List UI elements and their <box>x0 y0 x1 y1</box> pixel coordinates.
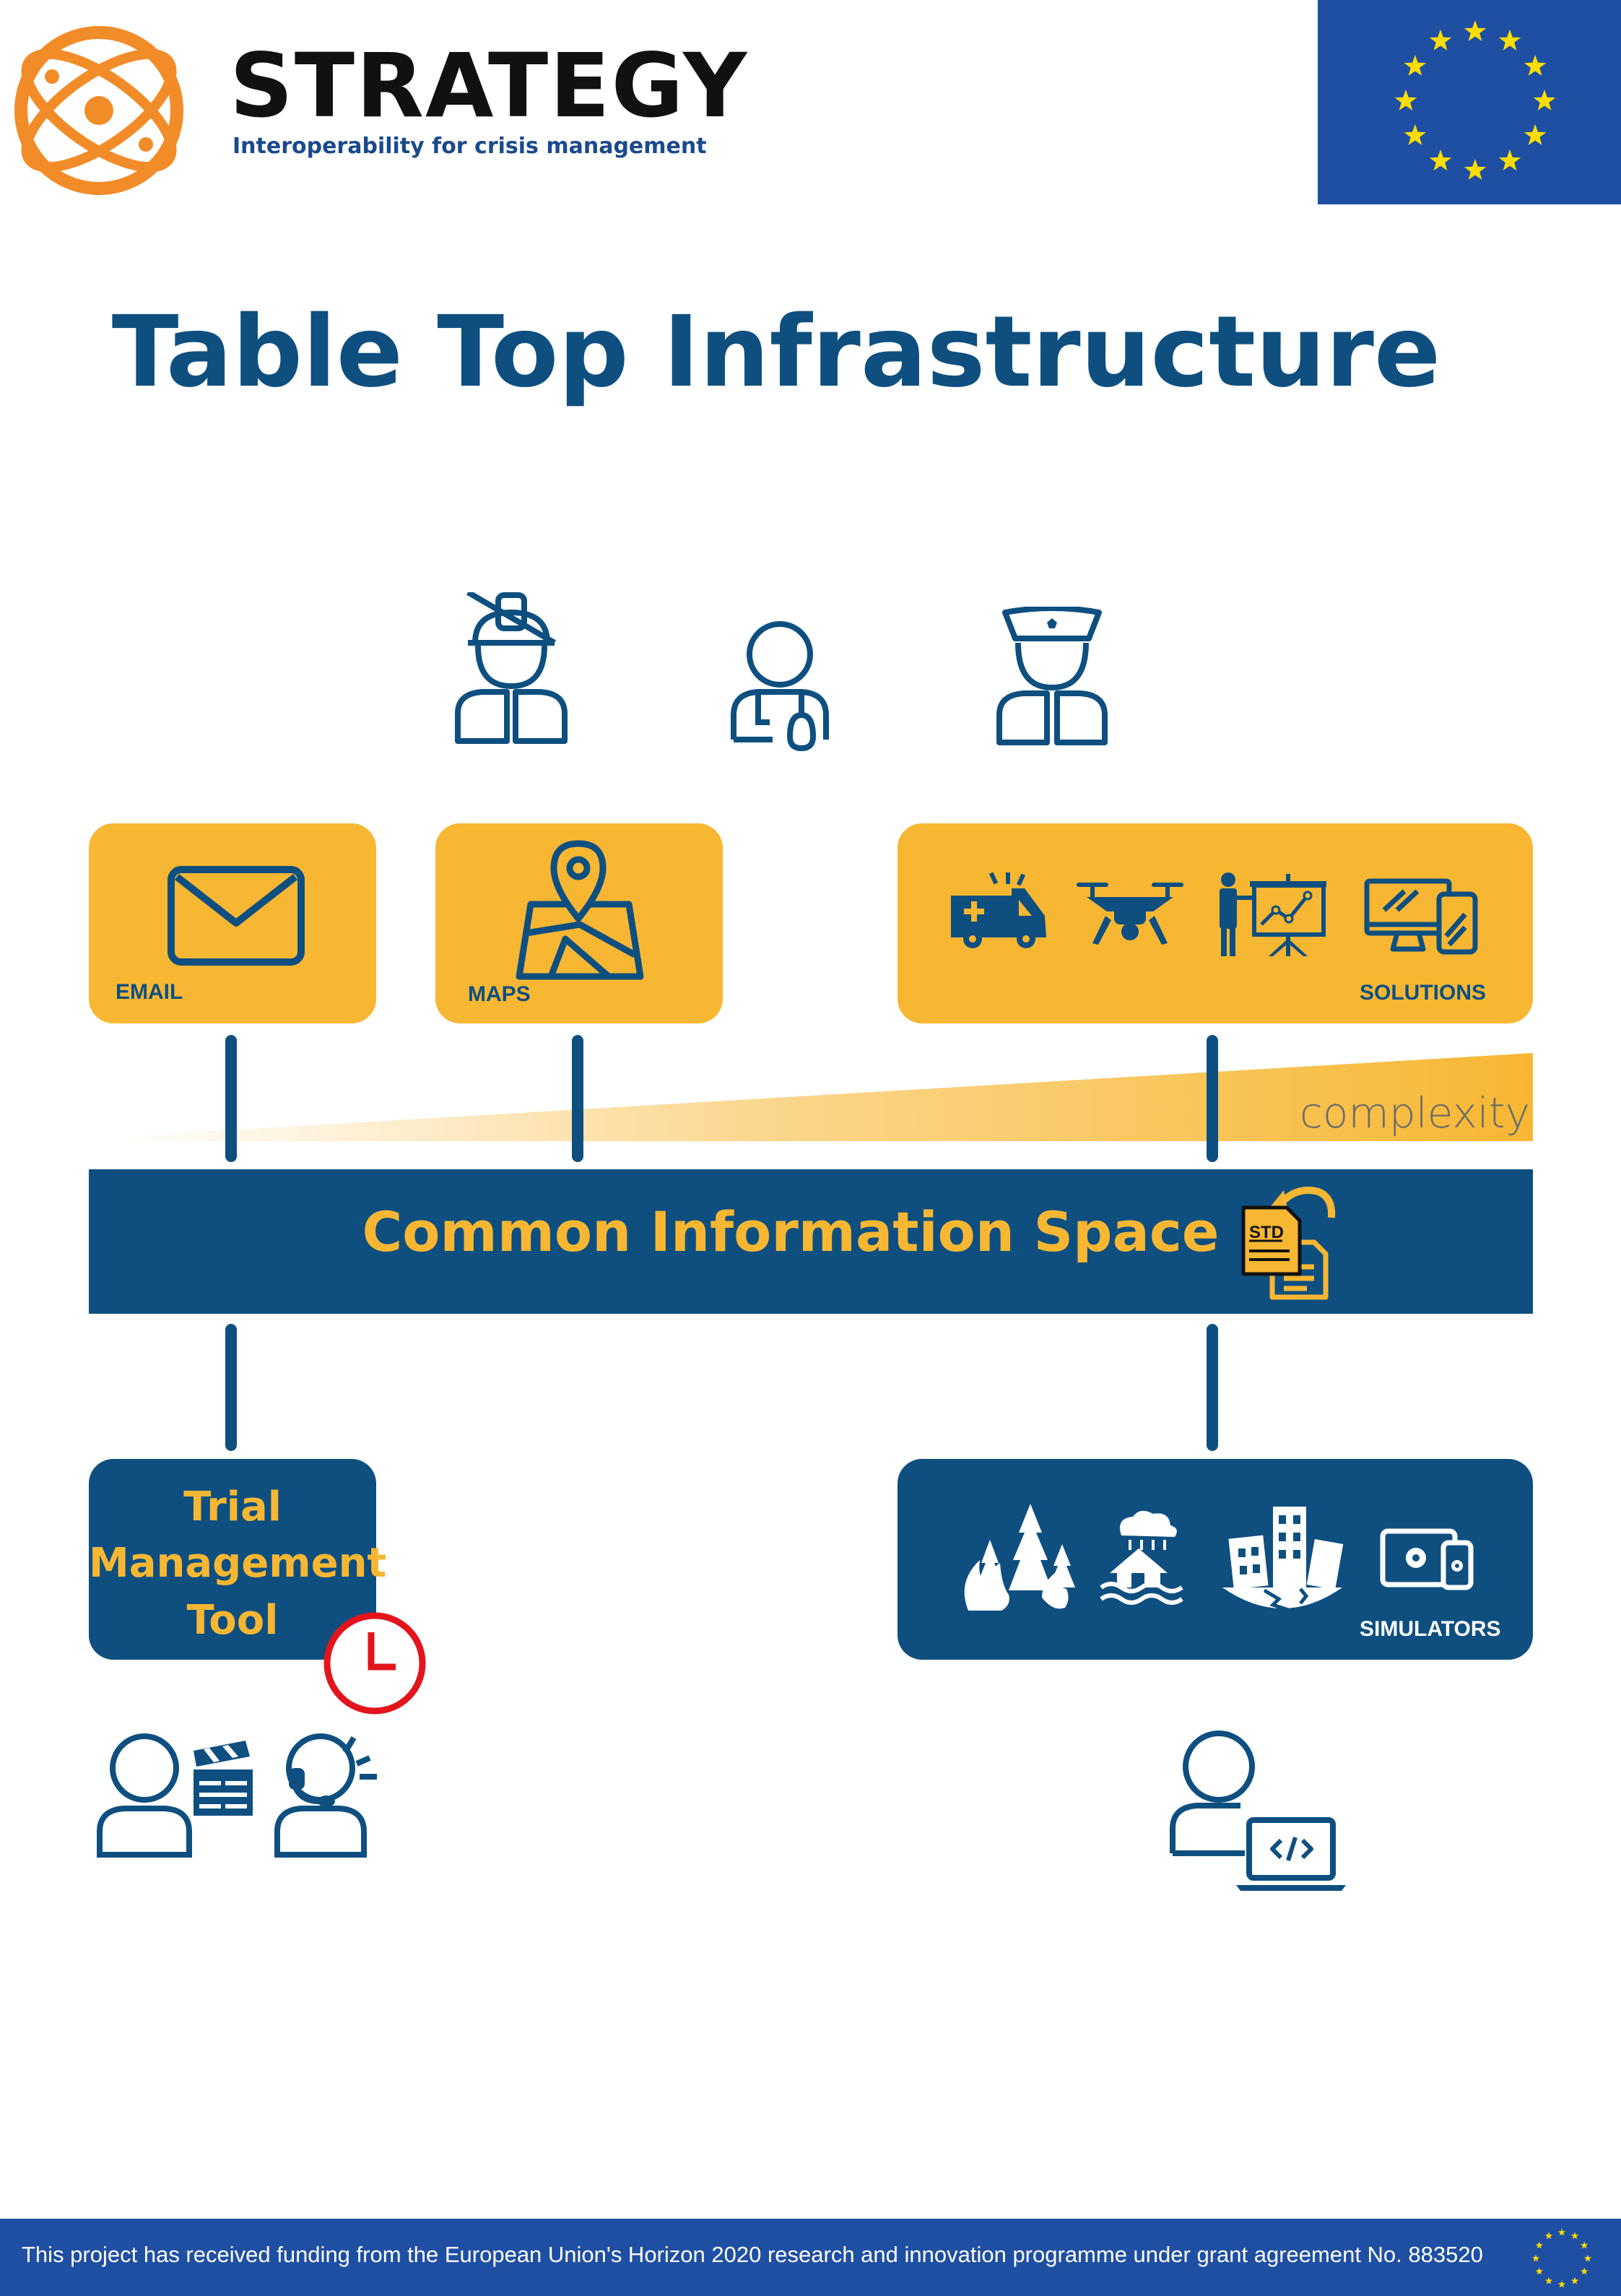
funding-notice: This project has received funding from t… <box>22 2242 1483 2267</box>
devices-icon <box>1364 878 1478 955</box>
eu-star-icon <box>1557 2228 1566 2236</box>
maps-label: MAPS <box>468 982 531 1006</box>
eu-star-icon <box>1404 124 1427 145</box>
eu-star-icon <box>1557 2280 1566 2288</box>
forest-fire-icon <box>964 1504 1075 1611</box>
page-title: Table Top Infrastructure <box>111 295 1441 410</box>
trial-line-3: Tool <box>186 1596 279 1644</box>
developer-laptop-icon <box>1170 1730 1346 1891</box>
brand-tagline: Interoperability for crisis management <box>232 134 707 159</box>
clock-icon <box>323 1612 426 1715</box>
trial-management-tool-panel[interactable] <box>89 1459 376 1660</box>
complexity-wedge <box>116 1053 1533 1141</box>
eu-stars-icon <box>1394 20 1556 180</box>
drone-icon <box>1077 883 1183 945</box>
app-settings-icon <box>1380 1528 1474 1590</box>
brand-name: STRATEGY <box>230 35 749 137</box>
footer-bar <box>0 2219 1621 2296</box>
eu-star-icon <box>1394 90 1417 111</box>
eu-star-icon <box>1524 124 1547 145</box>
svg-text:STD: STD <box>1249 1223 1284 1242</box>
solutions-label: SOLUTIONS <box>1360 981 1487 1005</box>
operator-headset-icon <box>274 1733 377 1858</box>
eu-star-icon <box>1524 55 1547 76</box>
simulators-panel[interactable]: SIMULATORS <box>898 1459 1533 1660</box>
complexity-label: complexity <box>1300 1088 1530 1138</box>
eu-flag <box>1318 0 1621 204</box>
simulators-connector <box>1207 1324 1218 1451</box>
email-panel[interactable]: EMAIL <box>89 823 376 1023</box>
eu-star-icon <box>1570 2232 1579 2240</box>
eu-star-icon <box>1404 55 1427 76</box>
solutions-panel[interactable]: SOLUTIONS <box>898 823 1533 1023</box>
cis-label: Common Information Space <box>362 1200 1220 1264</box>
eu-star-icon <box>1533 90 1556 111</box>
strategy-logo-icon <box>14 26 183 195</box>
solutions-connector <box>1207 1035 1218 1162</box>
eu-star-icon <box>1535 2241 1544 2249</box>
police-officer-icon <box>996 607 1108 745</box>
trial-line-2: Management <box>89 1540 387 1587</box>
eu-star-icon <box>1429 29 1452 51</box>
eu-stars-footer-icon <box>1531 2228 1592 2288</box>
eu-star-icon <box>1429 150 1452 171</box>
eu-star-icon <box>1498 150 1521 171</box>
maps-panel[interactable]: MAPS <box>435 823 723 1023</box>
eu-star-icon <box>1544 2232 1553 2240</box>
email-connector <box>225 1035 237 1162</box>
trial-tool-connector <box>225 1324 237 1451</box>
eu-star-icon <box>1583 2254 1592 2262</box>
email-label: EMAIL <box>116 980 183 1004</box>
maps-connector <box>572 1035 583 1162</box>
presentation-icon <box>1220 872 1326 956</box>
envelope-icon <box>168 866 305 966</box>
earthquake-icon <box>1222 1507 1344 1612</box>
simulators-label: SIMULATORS <box>1360 1617 1501 1641</box>
eu-star-icon <box>1531 2254 1540 2262</box>
medic-icon <box>731 621 829 751</box>
eu-star-icon <box>1535 2267 1544 2275</box>
trial-line-1: Trial <box>183 1483 282 1530</box>
eu-star-icon <box>1498 29 1521 51</box>
std-document-icon: STD <box>1241 1187 1336 1300</box>
eu-star-icon <box>1464 20 1487 41</box>
ambulance-icon <box>951 872 1046 948</box>
map-pin-icon <box>516 840 644 980</box>
firefighter-icon <box>455 592 568 744</box>
trial-management-tool-label: Trial Management Tool <box>89 1479 387 1649</box>
eu-star-icon <box>1544 2276 1553 2284</box>
eu-star-icon <box>1464 159 1487 180</box>
flood-icon <box>1100 1510 1183 1605</box>
director-icon <box>97 1733 253 1858</box>
eu-star-icon <box>1570 2276 1579 2284</box>
eu-star-icon <box>1580 2241 1589 2249</box>
eu-star-icon <box>1580 2267 1589 2275</box>
